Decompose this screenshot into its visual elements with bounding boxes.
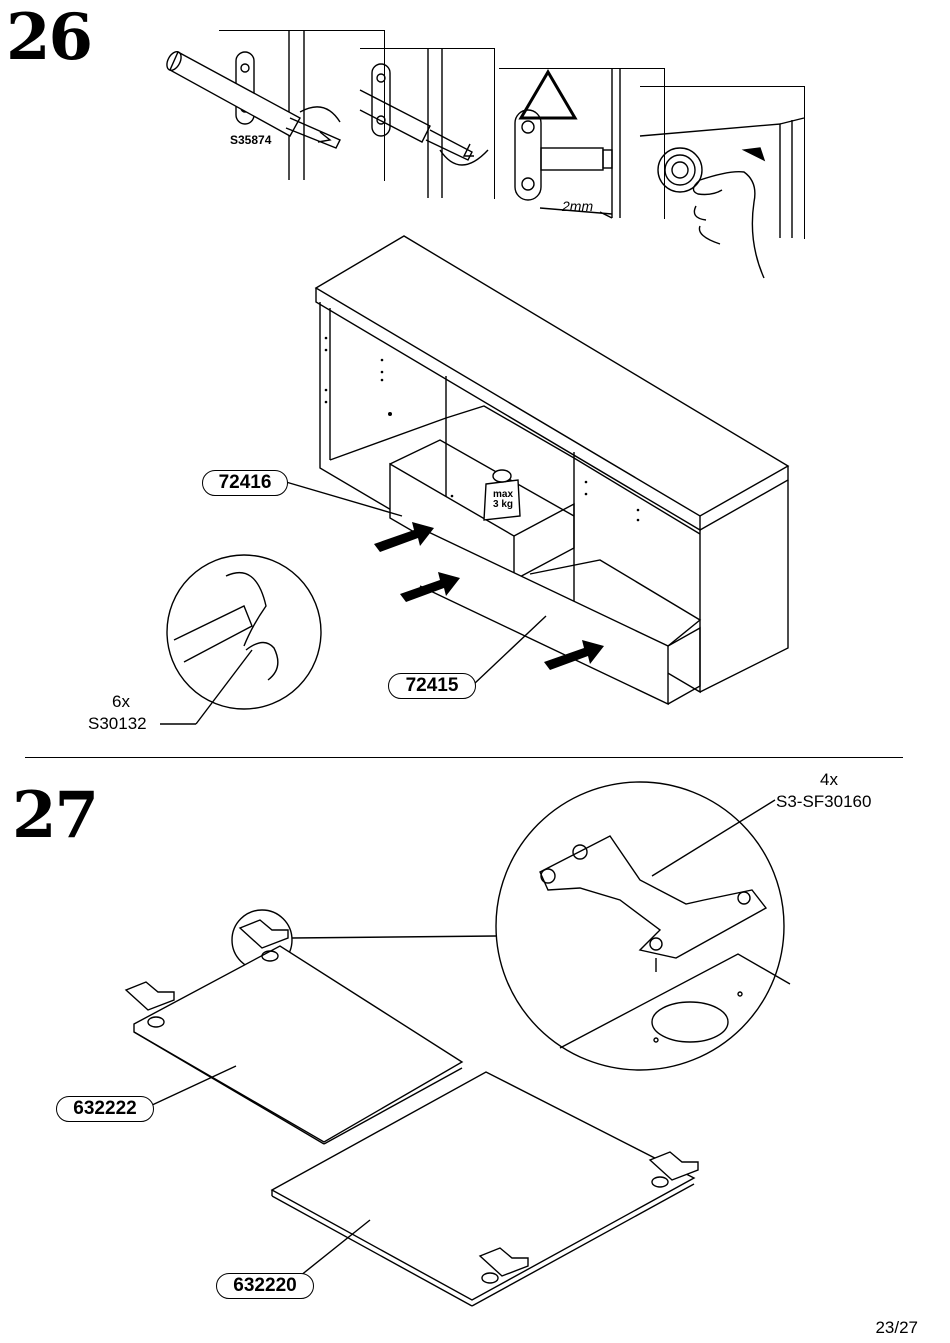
part-label-632222: 632222 bbox=[56, 1096, 154, 1122]
detail-panel-1 bbox=[219, 30, 385, 181]
detail-panel-4 bbox=[640, 86, 805, 239]
screw-code: S30132 bbox=[88, 714, 147, 733]
gap-dimension: 2mm bbox=[562, 198, 594, 214]
max-load-line1: max bbox=[492, 489, 513, 500]
max-load-label: max 3 kg bbox=[486, 490, 520, 510]
hinge-quantity: 4x bbox=[820, 770, 838, 789]
step-divider bbox=[25, 757, 903, 758]
max-load-line2: 3 kg bbox=[492, 499, 513, 510]
hinge-code: S3-SF30160 bbox=[776, 792, 872, 811]
part-label-72416: 72416 bbox=[202, 470, 288, 496]
step-number-27: 27 bbox=[12, 778, 99, 853]
detail-panel-3 bbox=[499, 68, 665, 219]
part-label-72415: 72415 bbox=[388, 673, 476, 699]
screw-quantity: 6x bbox=[112, 692, 130, 711]
part-code-pin: S35874 bbox=[230, 133, 272, 147]
page-number: 23/27 bbox=[875, 1318, 918, 1337]
part-label-632220: 632220 bbox=[216, 1273, 314, 1299]
step-number-26: 26 bbox=[6, 0, 93, 75]
